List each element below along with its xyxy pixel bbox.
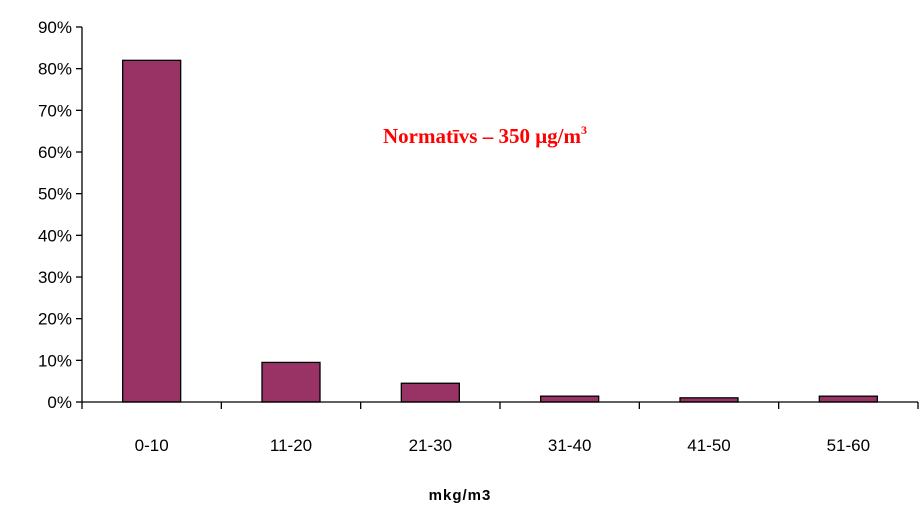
x-tick-label: 51-60 [827,436,870,455]
x-axis-ticks: 0-10 11-20 21-30 31-40 41-50 51-60 [81,402,919,455]
bar-0-10 [122,59,182,403]
x-tick-label: 41-50 [687,436,730,455]
x-tick-label: 0-10 [135,436,169,455]
bar-11-20 [261,361,321,403]
y-tick-label: 30% [38,268,72,287]
bar-21-30 [400,382,460,403]
x-tick-label: 21-30 [409,436,452,455]
y-tick-label: 20% [38,310,72,329]
x-axis-title: mkg/m3 [429,487,492,504]
y-tick-label: 0% [47,393,72,412]
annotation-text: Normatīvs – 350 μg/m [383,124,581,148]
y-axis-ticks: 0% 10% 20% 30% 40% 50% 60% 70% 80% 90% [38,18,82,412]
normative-annotation: Normatīvs – 350 μg/m3 [383,123,587,148]
y-tick-label: 80% [38,60,72,79]
y-tick-label: 70% [38,101,72,120]
bar-31-40 [540,395,600,403]
y-tick-label: 50% [38,185,72,204]
x-tick-label: 11-20 [270,436,312,455]
bar-51-60 [818,395,878,403]
annotation-superscript: 3 [581,123,587,137]
y-tick-label: 90% [38,18,72,37]
y-tick-label: 10% [38,351,72,370]
bars-group [122,59,878,403]
y-tick-label: 60% [38,143,72,162]
x-tick-label: 31-40 [548,436,591,455]
y-tick-label: 40% [38,226,72,245]
